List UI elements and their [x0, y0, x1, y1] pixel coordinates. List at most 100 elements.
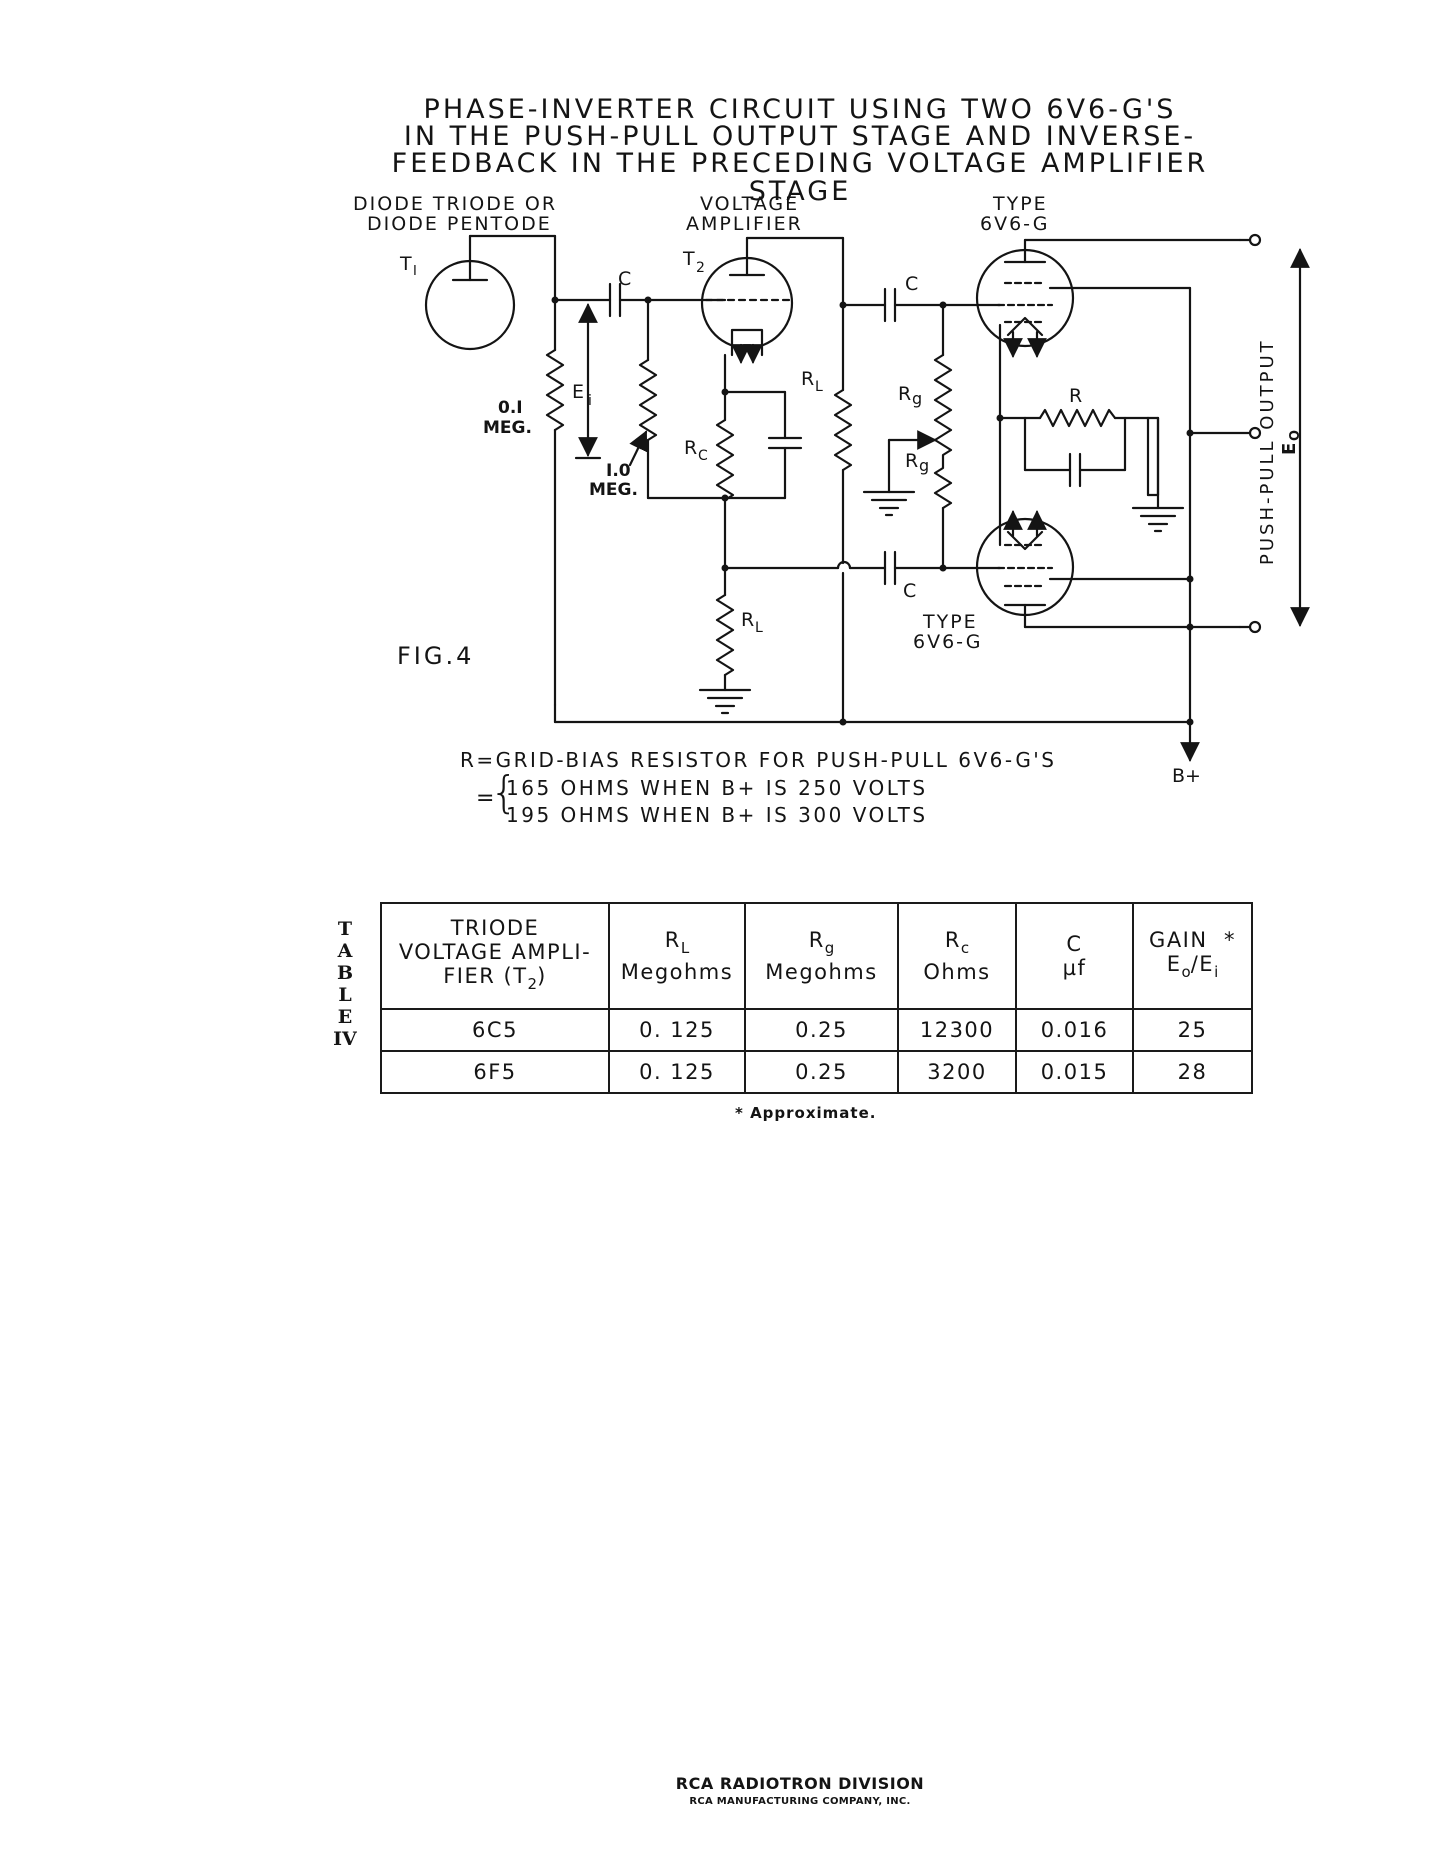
resistor-rg: [933, 303, 953, 570]
header-rg-sub: g: [824, 939, 835, 957]
header-c: C µf: [1015, 902, 1134, 1010]
header-c-symbol: C: [1066, 932, 1083, 956]
capacitor-c3: [883, 550, 1002, 586]
label-1-0-meg-line2: MEG.: [589, 480, 638, 500]
header-rl-symbol: RL: [610, 928, 744, 960]
label-t1-sub: I: [413, 264, 417, 279]
note-165-ohms: 165 OHMS WHEN B+ IS 250 VOLTS: [506, 776, 928, 800]
label-rg1-sub: g: [912, 389, 922, 408]
header-triode-fier: FIER (T: [443, 964, 528, 988]
header-c-unit: µf: [1062, 956, 1087, 980]
label-rg2: R: [905, 450, 918, 472]
note-r-definition: R=GRID-BIAS RESISTOR FOR PUSH-PULL 6V6-G…: [460, 748, 1057, 772]
label-r-bias: R: [1069, 385, 1082, 407]
header-gain-slash-e: /E: [1190, 952, 1215, 976]
label-rl-top: R: [801, 368, 814, 390]
note-equals: =: [476, 786, 497, 811]
label-ei: E: [572, 381, 584, 403]
header-gain-ratio: Eo/Ei: [1134, 952, 1251, 984]
header-gain-sub-o: o: [1181, 963, 1191, 981]
resistor-0-1-meg: [545, 298, 565, 707]
resistor-rl-bottom: [698, 566, 752, 715]
wire-feedback: [723, 560, 887, 570]
label-rc-sub: C: [698, 448, 708, 464]
label-c2: C: [905, 273, 918, 295]
cell-rg: 0.25: [744, 1008, 899, 1052]
title-line-1: PHASE-INVERTER CIRCUIT USING TWO 6V6-G'S: [423, 94, 1177, 125]
label-t1-type-line2: DIODE PENTODE: [367, 213, 552, 235]
header-triode-paren: ): [537, 964, 547, 988]
table-side-letter: A: [337, 940, 353, 962]
label-rg1: R: [898, 383, 911, 405]
header-triode-line1: TRIODE: [450, 916, 540, 940]
table-header-row: TRIODE VOLTAGE AMPLI- FIER (T2) RL Megoh…: [380, 902, 1253, 1010]
ei-arrow: [574, 303, 602, 460]
cell-gain: 28: [1132, 1050, 1253, 1094]
tube-t2: [700, 236, 845, 394]
cell-rl: 0. 125: [608, 1008, 746, 1052]
cell-tube: 6F5: [380, 1050, 610, 1094]
tube-6v6-upper: [975, 238, 1242, 547]
label-upper-type-line1: TYPE: [992, 193, 1048, 215]
rg-tap-ground: [862, 430, 937, 517]
label-rl-bottom-sub: L: [755, 620, 763, 636]
table-row: 6C5 0. 125 0.25 12300 0.016 25: [380, 1008, 1253, 1052]
header-rl: RL Megohms: [608, 902, 746, 1010]
header-rg-symbol: Rg: [746, 928, 897, 960]
eo-label: E: [1279, 443, 1300, 455]
tube-t1: [424, 234, 557, 351]
cell-c: 0.016: [1015, 1008, 1134, 1052]
cell-gain: 25: [1132, 1008, 1253, 1052]
header-rc-symbol: Rc: [899, 928, 1015, 960]
label-rg2-sub: g: [919, 456, 929, 475]
header-rl-sub: L: [680, 939, 690, 957]
label-t2-sub: 2: [696, 260, 705, 276]
footer-division: RCA RADIOTRON DIVISION: [675, 1774, 925, 1793]
header-rg-r: R: [808, 928, 825, 952]
label-c1: C: [618, 268, 631, 290]
header-gain-e: E: [1166, 952, 1182, 976]
label-rl-bottom: R: [741, 609, 754, 631]
header-rc-unit: Ohms: [923, 960, 991, 984]
table-side-letter: IV: [333, 1028, 357, 1050]
wire-b-plus-bus: [553, 703, 1200, 762]
table-iv: TRIODE VOLTAGE AMPLI- FIER (T2) RL Megoh…: [380, 902, 1253, 1094]
header-triode-line2: VOLTAGE AMPLI-: [398, 940, 592, 964]
header-triode: TRIODE VOLTAGE AMPLI- FIER (T2): [380, 902, 610, 1010]
header-rl-r: R: [664, 928, 681, 952]
label-upper-type-line2: 6V6-G: [980, 213, 1049, 235]
footer-company: RCA MANUFACTURING COMPANY, INC.: [689, 1796, 911, 1807]
cell-rg: 0.25: [744, 1050, 899, 1094]
tube-6v6-lower: [975, 510, 1242, 629]
cell-rc: 12300: [897, 1008, 1017, 1052]
header-rl-unit: Megohms: [620, 960, 734, 984]
header-rc: Rc Ohms: [897, 902, 1017, 1010]
title-line-2: IN THE PUSH-PULL OUTPUT STAGE AND INVERS…: [403, 121, 1197, 152]
table-side-letter: T: [337, 918, 353, 940]
label-0-1-meg-line1: 0.I: [498, 398, 523, 418]
cell-rl: 0. 125: [608, 1050, 746, 1094]
header-rc-r: R: [944, 928, 961, 952]
label-rl-top-sub: L: [815, 379, 823, 395]
eo-label-sub: O: [1288, 430, 1303, 441]
resistor-rl-top: [833, 303, 853, 724]
ground-cathode: [1131, 416, 1185, 533]
table-side-letter: E: [337, 1006, 353, 1028]
label-t1-type-line1: DIODE TRIODE OR: [353, 193, 557, 215]
capacitor-c2: [841, 287, 1002, 323]
header-rc-sub: c: [960, 939, 970, 957]
label-0-1-meg-line2: MEG.: [483, 418, 532, 438]
header-rg: Rg Megohms: [744, 902, 899, 1010]
junction-dots: [551, 296, 1194, 726]
table-row: 6F5 0. 125 0.25 3200 0.015 28: [380, 1050, 1253, 1094]
cell-tube: 6C5: [380, 1008, 610, 1052]
header-gain-sub-i: i: [1214, 963, 1219, 981]
push-pull-output-label: PUSH-PULL OUTPUT: [1257, 338, 1278, 565]
header-triode-line3: FIER (T2): [382, 964, 608, 996]
resistor-1-0-meg: [628, 298, 787, 500]
label-c3: C: [903, 580, 916, 602]
output-terminals: [1188, 233, 1262, 634]
cell-rc: 3200: [897, 1050, 1017, 1094]
header-gain-title: GAIN *: [1149, 928, 1236, 952]
